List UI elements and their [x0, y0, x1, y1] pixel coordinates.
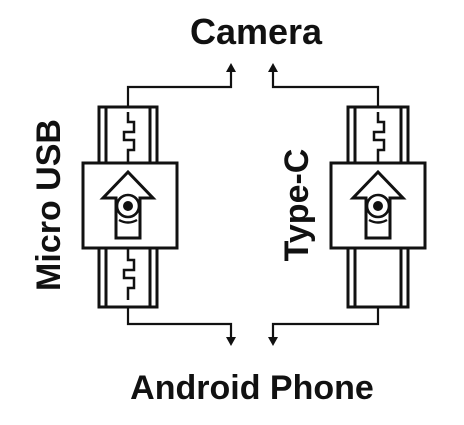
home-camera-arrow-icon	[99, 169, 157, 240]
arrow-down-icon	[268, 337, 278, 346]
arrow-up-icon	[268, 63, 278, 72]
camera-label: Camera	[190, 11, 323, 52]
home-camera-arrow-icon	[349, 169, 407, 240]
type-c-label: Type-C	[278, 149, 316, 262]
android-phone-label: Android Phone	[130, 369, 374, 407]
connector-left-top	[126, 68, 233, 107]
connector-left-bottom	[126, 307, 233, 340]
connector-right-bottom	[271, 307, 380, 340]
micro-usb-label: Micro USB	[30, 119, 68, 291]
arrow-down-icon	[226, 337, 236, 346]
arrow-up-icon	[226, 63, 236, 72]
connector-right-top	[271, 68, 380, 107]
